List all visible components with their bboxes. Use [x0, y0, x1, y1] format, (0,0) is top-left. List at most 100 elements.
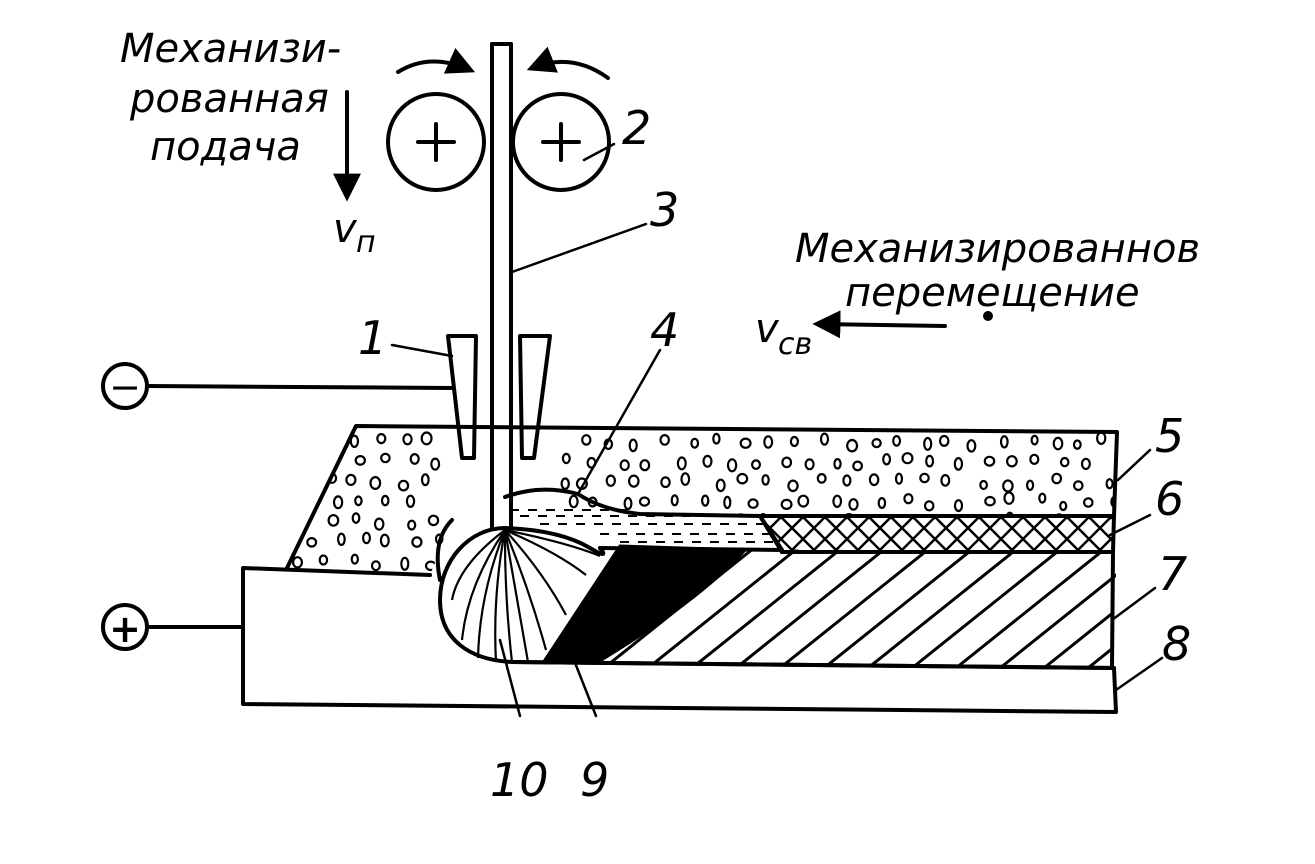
flux-granule [780, 498, 793, 510]
flux-granule [723, 495, 732, 510]
flux-granule [871, 438, 882, 449]
flux-granule [424, 560, 437, 572]
arc-line [460, 529, 506, 641]
weld-hatch-line [1176, 548, 1315, 668]
flux-granule [1052, 436, 1064, 451]
flux-granule [327, 514, 340, 527]
feed-roller-right [511, 92, 611, 192]
flux-granule [901, 452, 914, 465]
flux-granule [983, 455, 996, 467]
negative-sign: − [109, 365, 141, 409]
flux-granule [295, 471, 305, 485]
flux-granule [560, 477, 570, 490]
flux-granule [819, 432, 830, 446]
flux-granule [868, 473, 880, 487]
weld-hatch-line [999, 548, 1117, 668]
flux-granule [302, 495, 311, 507]
flux-granule [351, 512, 361, 524]
weld-hatch-line [779, 548, 931, 668]
flux-granule [1083, 497, 1094, 508]
base-plate [241, 566, 1118, 714]
flux-granule [754, 537, 764, 548]
flux-granule [894, 472, 904, 485]
flux-granule [832, 494, 843, 508]
label-1: 1 [358, 311, 387, 365]
label-4: 4 [650, 303, 679, 357]
flux-granule [925, 454, 935, 468]
flux-granule [903, 493, 914, 505]
flux-granule [455, 556, 465, 571]
label-8: 8 [1162, 617, 1191, 671]
flux-granule [712, 432, 721, 445]
flux-granule [789, 553, 800, 566]
flux-granule [833, 457, 842, 470]
flux-granule [1072, 439, 1082, 450]
roller-rotation-arrows [396, 46, 610, 80]
flux-granule [373, 517, 385, 531]
travel-speed-arrow [812, 310, 993, 339]
flux-granule [848, 498, 859, 511]
flux-granule [1105, 478, 1114, 490]
flux-granule [938, 434, 950, 447]
flux-granule [1003, 491, 1015, 505]
weld-metal [560, 548, 1315, 670]
flux-granule [362, 531, 372, 545]
flux-granule [379, 533, 390, 548]
flux-granule [846, 438, 859, 453]
flux-granule [1059, 500, 1068, 512]
flux-granule [627, 474, 640, 488]
label-6: 6 [1155, 472, 1184, 526]
flux-granule [623, 496, 633, 511]
weld-hatch-line [823, 548, 975, 668]
flux-granule [984, 495, 996, 507]
flux-granule [715, 478, 726, 493]
flux-granule [318, 554, 329, 566]
flux-granule [555, 560, 568, 571]
flux-granule [804, 458, 815, 471]
flux-granule [407, 519, 417, 531]
flux-granule [877, 497, 887, 510]
flux-granule [337, 532, 346, 547]
arc-line [504, 529, 567, 616]
flux-granule [427, 514, 440, 527]
weld-hatch-line [735, 548, 887, 668]
arc-line [494, 529, 507, 663]
flux-granule [568, 494, 579, 509]
flux-granule [761, 474, 770, 486]
flux-granule [676, 456, 687, 471]
flux-granule [400, 556, 410, 571]
molten-slag [503, 487, 784, 552]
flux-granule [292, 556, 304, 569]
flux-granule [321, 435, 331, 450]
flux-granule [345, 473, 357, 486]
flux-granule [852, 460, 863, 472]
arc-line [503, 529, 530, 663]
travel-caption: Механизированнов перемещение [795, 226, 1200, 316]
flux-granule [797, 494, 810, 508]
contact-tip-left [446, 334, 478, 460]
travel-speed-v: v [755, 306, 780, 352]
flux-granule [659, 434, 670, 446]
arc-line [503, 529, 514, 663]
flux-granule [628, 438, 638, 453]
flux-granule [420, 473, 430, 487]
feed-roller-left [386, 92, 486, 192]
label-9: 9 [580, 753, 609, 807]
flux-granule [1006, 455, 1018, 468]
flux-granule [1073, 480, 1084, 492]
weld-pool [542, 544, 749, 664]
flux-granule [923, 500, 935, 512]
flux-granule [966, 439, 977, 453]
flux-granule [380, 452, 391, 464]
part-labels: 1 2 3 4 5 6 7 8 9 10 [358, 101, 1191, 807]
flux-granule [354, 495, 363, 507]
feed-speed-subscript: п [356, 225, 376, 260]
arc-line [450, 529, 506, 601]
positive-terminal: + [101, 603, 244, 651]
flux-granule [670, 494, 679, 507]
flux-granule [747, 498, 759, 509]
flux-granule [690, 437, 700, 449]
weld-hatch-line [691, 548, 843, 668]
flux-granule [979, 479, 988, 491]
flux-granule [1025, 479, 1035, 491]
